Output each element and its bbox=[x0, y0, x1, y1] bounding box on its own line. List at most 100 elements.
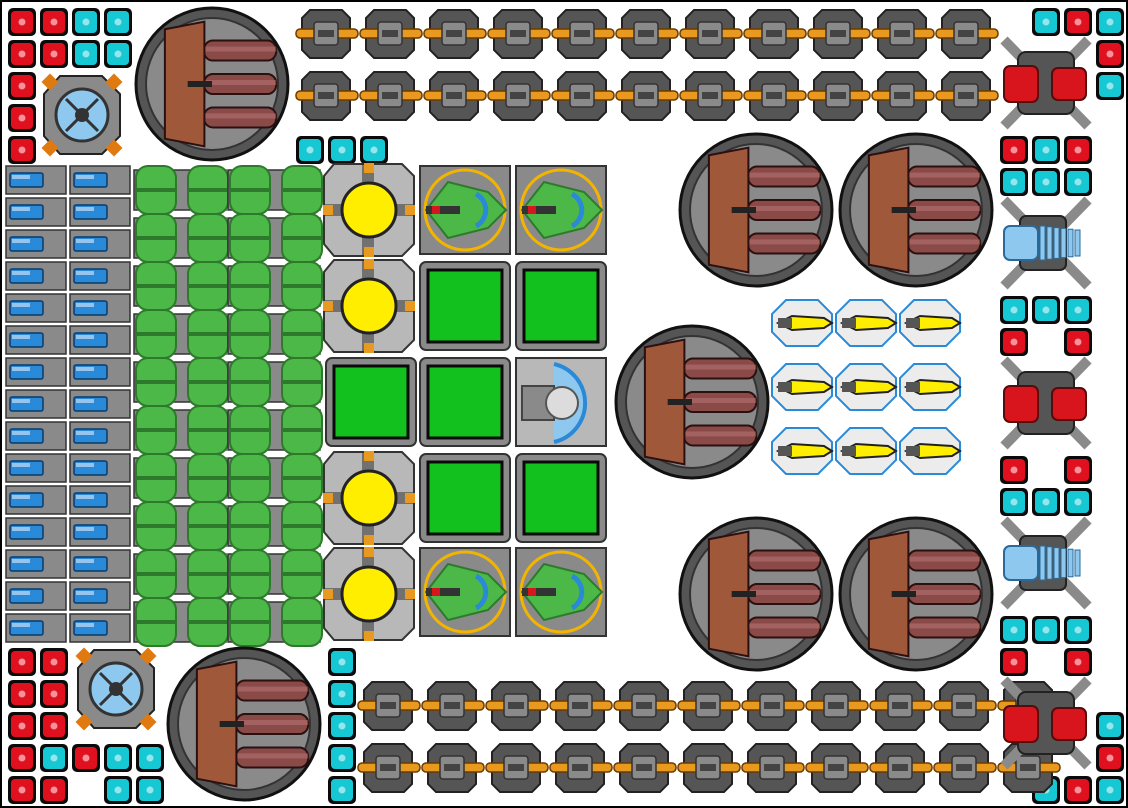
thruster-icon[interactable] bbox=[69, 453, 131, 483]
cannon-turret-icon[interactable] bbox=[134, 6, 290, 162]
red-armor-block-icon[interactable] bbox=[8, 680, 36, 708]
red-armor-block-icon[interactable] bbox=[1064, 136, 1092, 164]
missile-pod-icon[interactable] bbox=[771, 299, 834, 347]
red-armor-block-icon[interactable] bbox=[8, 744, 36, 772]
cyan-armor-block-icon[interactable] bbox=[328, 136, 356, 164]
red-armor-block-icon[interactable] bbox=[40, 40, 68, 68]
green-coil-icon[interactable] bbox=[227, 357, 323, 407]
drone-fighter-icon[interactable] bbox=[419, 165, 511, 255]
cannon-turret-icon[interactable] bbox=[166, 646, 322, 802]
cyan-armor-block-icon[interactable] bbox=[1032, 296, 1060, 324]
cyan-armor-block-icon[interactable] bbox=[1064, 296, 1092, 324]
railgun-icon[interactable] bbox=[743, 71, 807, 121]
red-armor-block-icon[interactable] bbox=[8, 104, 36, 132]
cyan-armor-block-icon[interactable] bbox=[360, 136, 388, 164]
missile-pod-icon[interactable] bbox=[899, 427, 962, 475]
cyan-armor-block-icon[interactable] bbox=[104, 40, 132, 68]
red-engine-icon[interactable] bbox=[1000, 676, 1092, 770]
railgun-icon[interactable] bbox=[615, 9, 679, 59]
railgun-icon[interactable] bbox=[805, 743, 869, 793]
red-armor-block-icon[interactable] bbox=[8, 712, 36, 740]
thruster-icon[interactable] bbox=[5, 485, 67, 515]
missile-pod-icon[interactable] bbox=[771, 427, 834, 475]
railgun-icon[interactable] bbox=[421, 743, 485, 793]
reactor-core-icon[interactable] bbox=[323, 451, 415, 545]
thruster-icon[interactable] bbox=[5, 197, 67, 227]
railgun-icon[interactable] bbox=[871, 9, 935, 59]
cyan-armor-block-icon[interactable] bbox=[104, 776, 132, 804]
cyan-armor-block-icon[interactable] bbox=[328, 776, 356, 804]
red-armor-block-icon[interactable] bbox=[40, 776, 68, 804]
thruster-icon[interactable] bbox=[69, 485, 131, 515]
thruster-icon[interactable] bbox=[69, 613, 131, 643]
thruster-icon[interactable] bbox=[69, 165, 131, 195]
green-coil-icon[interactable] bbox=[227, 309, 323, 359]
railgun-icon[interactable] bbox=[421, 681, 485, 731]
thruster-icon[interactable] bbox=[69, 581, 131, 611]
railgun-icon[interactable] bbox=[615, 71, 679, 121]
thruster-icon[interactable] bbox=[69, 293, 131, 323]
red-armor-block-icon[interactable] bbox=[8, 136, 36, 164]
green-coil-icon[interactable] bbox=[133, 597, 229, 647]
cyan-armor-block-icon[interactable] bbox=[328, 744, 356, 772]
green-coil-icon[interactable] bbox=[133, 357, 229, 407]
cannon-turret-icon[interactable] bbox=[838, 132, 994, 288]
reactor-core-icon[interactable] bbox=[323, 163, 415, 257]
cyan-armor-block-icon[interactable] bbox=[1032, 8, 1060, 36]
railgun-icon[interactable] bbox=[485, 681, 549, 731]
thruster-icon[interactable] bbox=[69, 261, 131, 291]
red-armor-block-icon[interactable] bbox=[40, 648, 68, 676]
shield-generator-icon[interactable] bbox=[75, 647, 157, 731]
cannon-turret-icon[interactable] bbox=[678, 516, 834, 672]
red-armor-block-icon[interactable] bbox=[1064, 328, 1092, 356]
green-coil-icon[interactable] bbox=[227, 597, 323, 647]
thruster-icon[interactable] bbox=[5, 325, 67, 355]
thruster-icon[interactable] bbox=[69, 197, 131, 227]
armor-panel-icon[interactable] bbox=[325, 357, 417, 447]
railgun-icon[interactable] bbox=[871, 71, 935, 121]
cyan-armor-block-icon[interactable] bbox=[1032, 136, 1060, 164]
red-armor-block-icon[interactable] bbox=[1000, 136, 1028, 164]
red-armor-block-icon[interactable] bbox=[40, 680, 68, 708]
railgun-icon[interactable] bbox=[805, 681, 869, 731]
red-armor-block-icon[interactable] bbox=[8, 776, 36, 804]
railgun-icon[interactable] bbox=[549, 681, 613, 731]
green-coil-icon[interactable] bbox=[227, 549, 323, 599]
thruster-icon[interactable] bbox=[5, 389, 67, 419]
missile-pod-icon[interactable] bbox=[899, 363, 962, 411]
railgun-icon[interactable] bbox=[933, 681, 997, 731]
railgun-icon[interactable] bbox=[613, 681, 677, 731]
missile-pod-icon[interactable] bbox=[835, 363, 898, 411]
armor-panel-icon[interactable] bbox=[515, 261, 607, 351]
thruster-icon[interactable] bbox=[5, 517, 67, 547]
missile-pod-icon[interactable] bbox=[771, 363, 834, 411]
green-coil-icon[interactable] bbox=[133, 213, 229, 263]
green-coil-icon[interactable] bbox=[133, 309, 229, 359]
green-coil-icon[interactable] bbox=[133, 501, 229, 551]
cyan-armor-block-icon[interactable] bbox=[104, 8, 132, 36]
cyan-armor-block-icon[interactable] bbox=[1096, 72, 1124, 100]
railgun-icon[interactable] bbox=[485, 743, 549, 793]
railgun-icon[interactable] bbox=[869, 681, 933, 731]
railgun-icon[interactable] bbox=[551, 71, 615, 121]
green-coil-icon[interactable] bbox=[227, 405, 323, 455]
green-coil-icon[interactable] bbox=[227, 165, 323, 215]
railgun-icon[interactable] bbox=[295, 9, 359, 59]
cyan-armor-block-icon[interactable] bbox=[104, 744, 132, 772]
cyan-armor-block-icon[interactable] bbox=[1096, 8, 1124, 36]
red-engine-icon[interactable] bbox=[1000, 356, 1092, 450]
cyan-armor-block-icon[interactable] bbox=[1032, 488, 1060, 516]
thruster-icon[interactable] bbox=[5, 613, 67, 643]
green-coil-icon[interactable] bbox=[133, 453, 229, 503]
green-coil-icon[interactable] bbox=[133, 261, 229, 311]
thruster-icon[interactable] bbox=[69, 357, 131, 387]
green-coil-icon[interactable] bbox=[133, 549, 229, 599]
red-armor-block-icon[interactable] bbox=[1064, 776, 1092, 804]
railgun-icon[interactable] bbox=[359, 71, 423, 121]
red-armor-block-icon[interactable] bbox=[1000, 456, 1028, 484]
thruster-icon[interactable] bbox=[69, 421, 131, 451]
armor-panel-icon[interactable] bbox=[419, 357, 511, 447]
drone-fighter-icon[interactable] bbox=[515, 547, 607, 637]
railgun-icon[interactable] bbox=[807, 9, 871, 59]
